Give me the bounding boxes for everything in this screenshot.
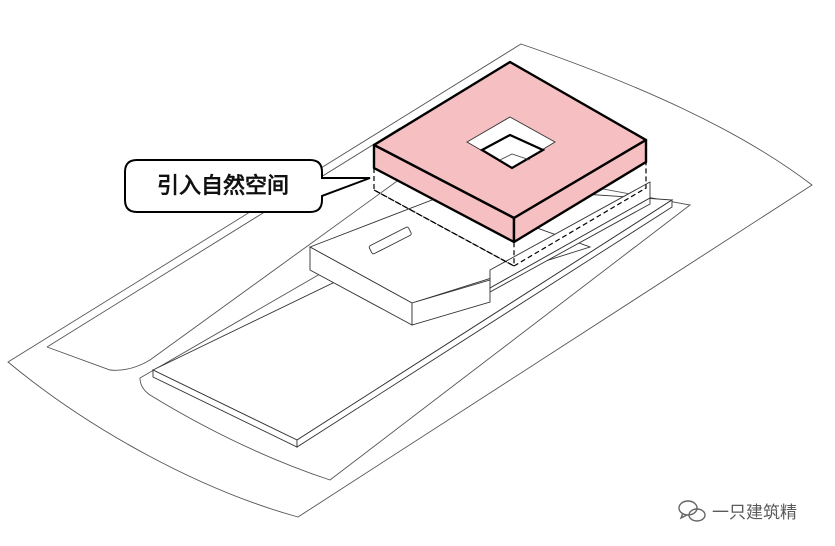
watermark: 一只建筑精: [678, 500, 797, 523]
courtyard-inner: [479, 133, 546, 170]
plinth: [489, 181, 651, 293]
podium-side: [296, 199, 673, 448]
site-outline: [7, 43, 813, 518]
lower-block-right: [411, 279, 491, 326]
wechat-icon: [678, 500, 706, 522]
volume-right-face: [512, 138, 648, 244]
site-pads: [46, 127, 692, 481]
dashed-ghost-volume: [373, 162, 647, 268]
lower-pad: [139, 169, 692, 481]
courtyard-floor: [499, 153, 531, 161]
callout-label: 引入自然空间: [157, 173, 289, 199]
callout-bubble: 引入自然空间: [124, 159, 371, 213]
left-pad: [46, 127, 441, 371]
skylight-slot: [368, 226, 412, 255]
courtyard-void: [466, 116, 556, 170]
watermark-text: 一只建筑精: [712, 503, 797, 523]
